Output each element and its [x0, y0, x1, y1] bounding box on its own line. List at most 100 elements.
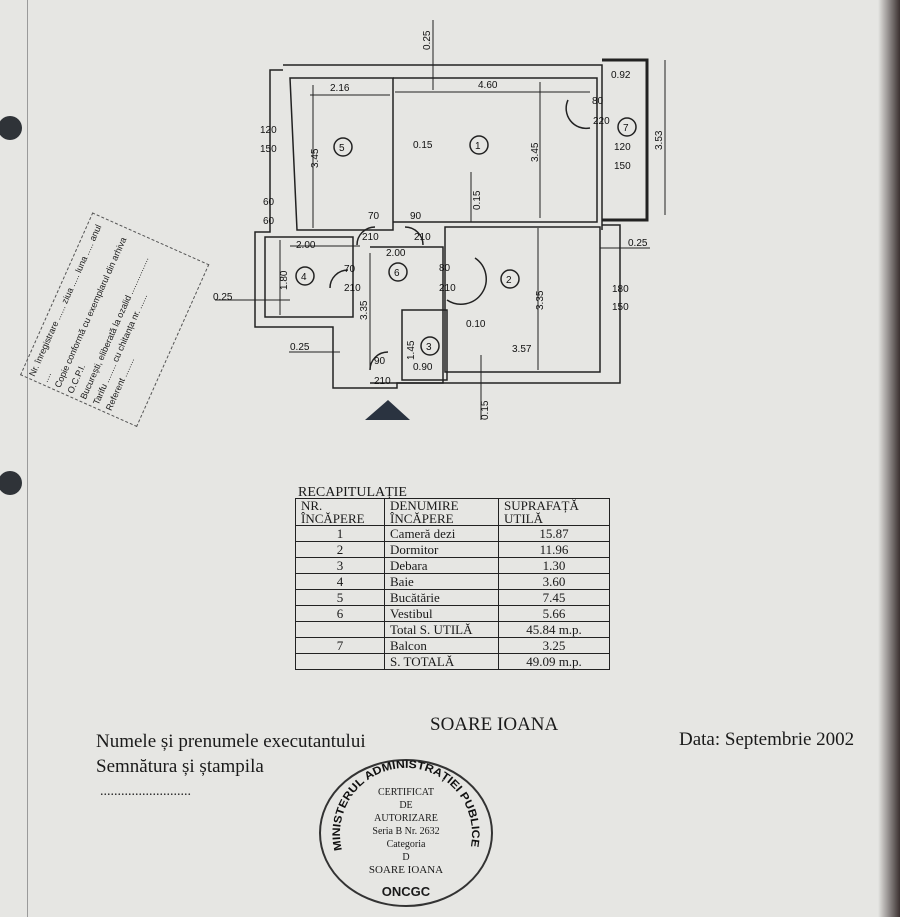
dim-label: 2.00 — [386, 248, 406, 259]
executant-name: SOARE IOANA — [430, 714, 559, 735]
room-6-outline — [370, 246, 444, 384]
dim-label: 150 — [614, 161, 631, 172]
dim-label: 60 — [263, 197, 275, 208]
cell: 3 — [295, 557, 385, 574]
room-4-outline — [264, 236, 354, 318]
dim-label: 0.25 — [213, 292, 233, 303]
room-label: 3 — [426, 342, 432, 353]
dim-label: 80 — [439, 263, 451, 274]
dim-label: 70 — [368, 211, 380, 222]
outer-wall — [254, 64, 621, 389]
dim-label: 220 — [593, 116, 610, 127]
stamp-line: D — [402, 852, 410, 863]
entrance-arrow-icon — [365, 400, 410, 420]
dim-label: 90 — [410, 211, 422, 222]
document-date: Data: Septembrie 2002 — [679, 729, 855, 750]
door-arc — [404, 226, 424, 246]
stamp-line: AUTORIZARE — [374, 813, 438, 824]
dim-label: 80 — [592, 96, 604, 107]
dim-label: 210 — [439, 283, 456, 294]
room-1-outline — [393, 77, 598, 223]
cell: Bucătărie — [384, 589, 499, 606]
dim-label: 0.90 — [413, 362, 433, 373]
dim-label: 0.92 — [611, 70, 631, 81]
dim-label: 0.10 — [466, 319, 486, 330]
dim-label: 0.25 — [422, 30, 433, 50]
stamp-line: CERTIFICAT — [377, 787, 435, 798]
signature-label: Semnătura și ștampila — [96, 756, 264, 777]
room-label: 5 — [339, 143, 345, 154]
room-2-outline — [444, 226, 601, 373]
cell: 2 — [295, 541, 385, 558]
room-5-outline — [289, 77, 394, 231]
cell: Vestibul — [384, 605, 499, 622]
header-cell: DENUMIRE ÎNCĂPERE — [384, 498, 499, 526]
dim-label: 0.25 — [290, 342, 310, 353]
authorization-stamp: MINISTERUL ADMINISTRAȚIEI PUBLICE CERTIF… — [318, 758, 494, 908]
dim-label: 180 — [612, 284, 629, 295]
cell: Dormitor — [384, 541, 499, 558]
dim-label: 210 — [344, 283, 361, 294]
door-arc — [356, 226, 376, 246]
dim-label: 2.16 — [330, 83, 350, 94]
cell: 5.66 — [498, 605, 610, 622]
cell: 6 — [295, 605, 385, 622]
door-arc — [446, 257, 487, 305]
cell: Baie — [384, 573, 499, 590]
dim-label: 210 — [374, 376, 391, 387]
dim-label: 0.15 — [480, 400, 491, 420]
dim-label: 3.53 — [654, 130, 665, 150]
dim-label: 1.45 — [406, 340, 417, 360]
area-summary-table: NR. ÎNCĂPERE DENUMIRE ÎNCĂPERE SUPRAFAȚĂ… — [295, 498, 610, 670]
dim-label: 3.57 — [512, 344, 532, 355]
room-3-outline — [401, 309, 448, 381]
cell: 7 — [295, 637, 385, 654]
door-arc — [329, 269, 349, 289]
header-cell: SUPRAFAȚĂ UTILĂ — [498, 498, 610, 526]
cell: S. TOTALĂ — [384, 653, 499, 670]
dim-label: 210 — [362, 232, 379, 243]
dim-label: 120 — [614, 142, 631, 153]
binder-hole — [0, 116, 22, 140]
cell: Debara — [384, 557, 499, 574]
room-label: 7 — [623, 123, 629, 134]
stamp-line: SOARE IOANA — [368, 864, 444, 876]
signature-line: .......................... — [100, 784, 191, 799]
floor-plan: 1 2 3 4 5 6 7 0.25 2.16 4.60 0.92 120 15… — [213, 20, 666, 420]
binder-hole — [0, 471, 22, 495]
cell: 11.96 — [498, 541, 610, 558]
room-label: 1 — [475, 141, 481, 152]
room-label: 4 — [301, 272, 307, 283]
stamp-bottom-text: ONCGC — [381, 884, 431, 899]
table-header: NR. ÎNCĂPERE DENUMIRE ÎNCĂPERE SUPRAFAȚĂ… — [295, 498, 610, 526]
dim-label: 3.35 — [359, 300, 370, 320]
executant-label: Numele și prenumele executantului — [96, 731, 366, 752]
dim-label: 4.60 — [478, 80, 498, 91]
dim-label: 0.15 — [413, 140, 433, 151]
cell: 4 — [295, 573, 385, 590]
dim-label: 0.15 — [472, 190, 483, 210]
cell: 45.84 m.p. — [498, 621, 610, 638]
stamp-line: Categoria — [386, 839, 426, 850]
dim-label: 90 — [374, 356, 386, 367]
cell: 3.25 — [498, 637, 610, 654]
dim-label: 70 — [344, 264, 356, 275]
dim-label: 210 — [414, 232, 431, 243]
balcony-outline — [602, 58, 649, 222]
page-edge-shadow — [878, 0, 900, 917]
room-label: 6 — [394, 268, 400, 279]
cell — [295, 653, 385, 670]
cell: Total S. UTILĂ — [384, 621, 499, 638]
cell: 1.30 — [498, 557, 610, 574]
dim-label: 3.45 — [310, 148, 321, 168]
header-cell: NR. ÎNCĂPERE — [295, 498, 385, 526]
cell — [295, 621, 385, 638]
